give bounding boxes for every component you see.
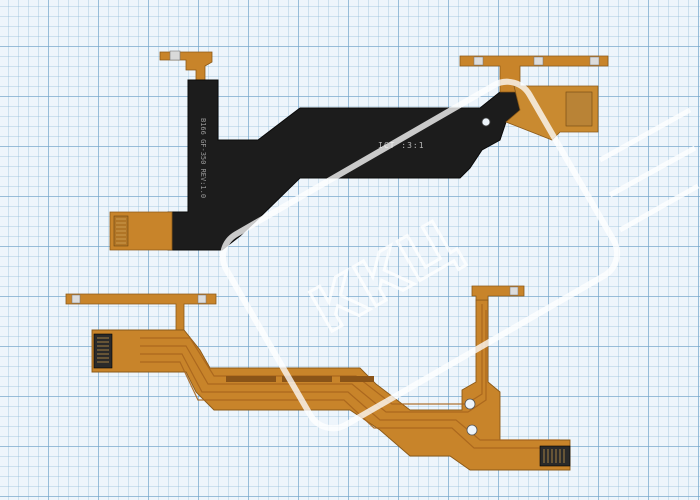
top-flex-silkscreen-text: B166 GF-350 REV:1.0 (199, 118, 207, 198)
top-flex-ict-label: ICT :3:1 (378, 141, 425, 150)
top-flex-button-pad-3 (589, 56, 600, 66)
bottom-flex-button-pad-2 (197, 294, 207, 304)
watermark-stripes (598, 107, 700, 233)
top-flex-left-tab (159, 51, 213, 85)
top-flex-button-pad-1 (473, 56, 484, 66)
bottom-flex-button-pad-1 (71, 294, 81, 304)
bottom-flex-hole-1 (464, 398, 476, 410)
bottom-flex-hole-2 (466, 424, 478, 436)
top-flex-left-switch-pad (169, 50, 181, 61)
top-flex-right-connector-pins (565, 91, 593, 127)
bottom-flex-right-connector (539, 445, 571, 467)
bottom-flex-left-button-strip (65, 293, 217, 331)
bottom-flex-button-pad-3 (509, 286, 519, 296)
top-flex-black-body (167, 79, 521, 251)
top-flex-cable: B166 GF-350 REV:1.0 ICT :3:1 (109, 50, 609, 251)
bottom-flex-stripe-3 (340, 376, 374, 382)
bottom-flex-stripe-1 (226, 376, 276, 382)
top-flex-button-pad-2 (533, 56, 544, 66)
bottom-flex-stripe-2 (282, 376, 332, 382)
bottom-flex-left-connector (93, 333, 113, 369)
watermark-outer-frame (219, 78, 621, 432)
top-flex-mount-hole (481, 117, 491, 127)
watermark-text: ККЦ (298, 204, 472, 347)
